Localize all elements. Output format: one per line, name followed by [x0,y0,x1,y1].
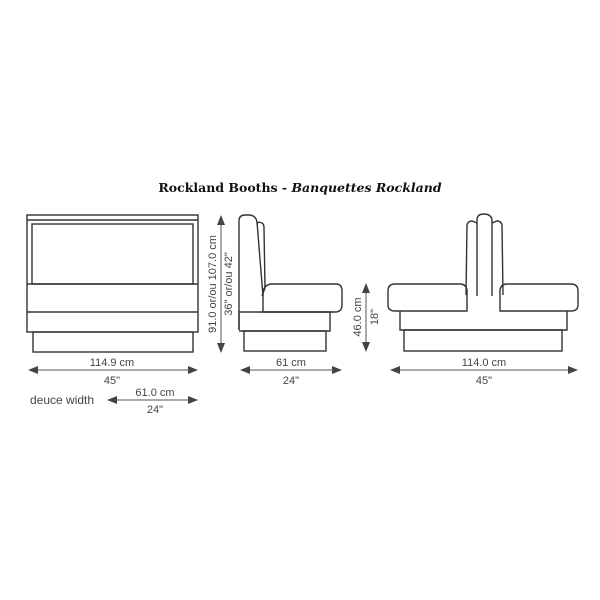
height-dimension: 91.0 or/ou 107.0 cm 36" or/ou 42" [207,215,235,353]
svg-text:114.0 cm: 114.0 cm [462,357,506,369]
svg-text:deuce width: deuce width [30,393,94,407]
svg-text:61.0 cm: 61.0 cm [135,387,174,399]
front-width-dimension: 114.9 cm 45" [28,357,198,387]
svg-text:114.9 cm: 114.9 cm [90,357,134,369]
side-depth-dimension: 61 cm 24" [240,357,342,387]
svg-text:91.0 or/ou 107.0 cm: 91.0 or/ou 107.0 cm [207,235,219,333]
svg-text:61 cm: 61 cm [276,357,306,369]
seat-height-dimension: 46.0 cm 18" [352,283,381,352]
deuce-width-dimension: deuce width 61.0 cm 24" [30,387,198,416]
svg-text:45": 45" [476,375,492,387]
svg-text:18": 18" [369,309,381,325]
svg-text:36" or/ou 42": 36" or/ou 42" [223,252,235,316]
diagram-title: Rockland Booths - Banquettes Rockland [158,180,441,195]
svg-text:45": 45" [104,375,120,387]
svg-text:24": 24" [283,375,299,387]
side-view-booth [238,214,343,352]
svg-text:24": 24" [147,404,163,416]
front-view-booth [26,214,199,353]
double-width-dimension: 114.0 cm 45" [390,357,578,387]
double-booth-view [387,213,579,352]
svg-text:46.0 cm: 46.0 cm [352,297,364,336]
